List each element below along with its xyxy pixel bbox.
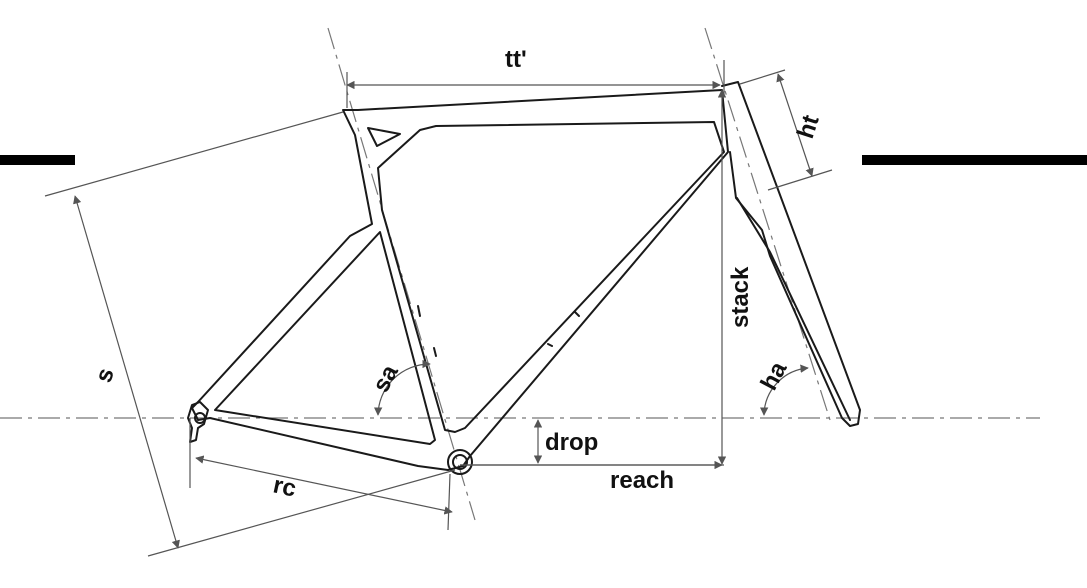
chainstay-label: rc (271, 471, 299, 502)
head-angle-label: ha (755, 357, 792, 395)
reach-label: reach (610, 467, 674, 494)
stack-label: stack (727, 266, 754, 328)
top-tube-label: tt' (505, 46, 527, 73)
seat-tube-dimension-line (73, 195, 180, 549)
seat-tube-label: s (90, 365, 120, 386)
seat-angle-arc (373, 359, 431, 416)
right-black-bar (862, 155, 1087, 165)
chainstay-dimension-line (195, 455, 453, 515)
bike-frame (187, 81, 861, 475)
drop-label: drop (545, 429, 598, 456)
head-tube-label: ht (792, 112, 825, 142)
seat-tube-center-line (327, 27, 476, 521)
left-black-bar (0, 155, 75, 165)
head-tube-dimension-line (776, 73, 814, 177)
head-angle-arc (759, 364, 809, 416)
seat-angle-label: sa (367, 360, 404, 397)
